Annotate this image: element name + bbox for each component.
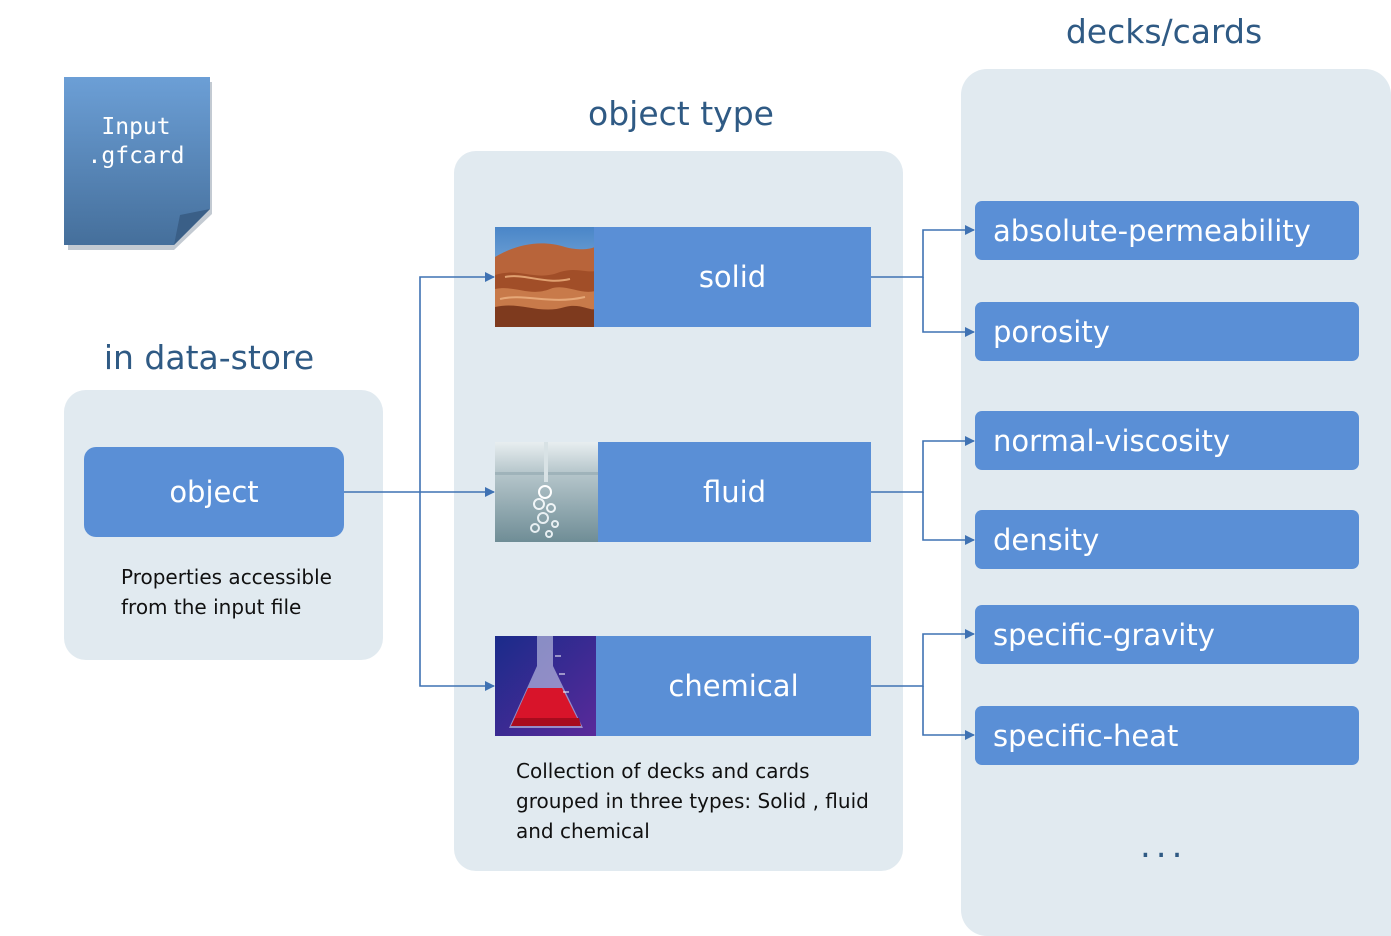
- fluid-thumbnail: [495, 442, 599, 542]
- type-box-solid[interactable]: solid: [594, 227, 871, 327]
- file-name-line2: .gfcard: [87, 143, 185, 169]
- object-type-note: Collection of decks and cards grouped in…: [516, 756, 869, 846]
- arrow-chemical-to-gravity: [871, 629, 975, 687]
- arrow-fluid-to-density: [922, 492, 975, 545]
- type-box-chemical[interactable]: chemical: [596, 636, 871, 736]
- more-cards-ellipsis: ...: [1140, 826, 1188, 866]
- datastore-note-line2: from the input file: [121, 595, 302, 619]
- card-porosity[interactable]: porosity: [975, 302, 1359, 361]
- datastore-note-line1: Properties accessible: [121, 565, 332, 589]
- type-box-fluid[interactable]: fluid: [598, 442, 871, 542]
- card-normal-viscosity[interactable]: normal-viscosity: [975, 411, 1359, 470]
- object-box[interactable]: object: [84, 447, 344, 537]
- file-name-line1: Input: [101, 114, 171, 140]
- arrow-chemical-to-heat: [922, 686, 975, 740]
- card-absolute-permeability[interactable]: absolute-permeability: [975, 201, 1359, 260]
- card-specific-gravity[interactable]: specific-gravity: [975, 605, 1359, 664]
- datastore-note: Properties accessible from the input fil…: [121, 562, 332, 622]
- datastore-heading: in data-store: [103, 338, 315, 377]
- object-type-note-line2: grouped in three types: Solid , fluid: [516, 789, 869, 813]
- card-specific-heat[interactable]: specific-heat: [975, 706, 1359, 765]
- object-type-note-line3: and chemical: [516, 819, 650, 843]
- decks-cards-heading: decks/cards: [1065, 12, 1263, 51]
- file-icon: Input .gfcard: [62, 75, 214, 251]
- chemical-thumbnail: [495, 636, 597, 736]
- card-density[interactable]: density: [975, 510, 1359, 569]
- arrow-solid-to-porosity: [922, 277, 975, 337]
- solid-thumbnail: [495, 227, 595, 327]
- object-type-heading: object type: [588, 94, 774, 133]
- object-type-note-line1: Collection of decks and cards: [516, 759, 810, 783]
- arrow-object-to-solid: [419, 272, 495, 492]
- arrow-fluid-to-viscosity: [871, 436, 975, 493]
- arrow-object-to-chemical: [419, 492, 495, 691]
- arrow-solid-to-permeability: [871, 225, 975, 278]
